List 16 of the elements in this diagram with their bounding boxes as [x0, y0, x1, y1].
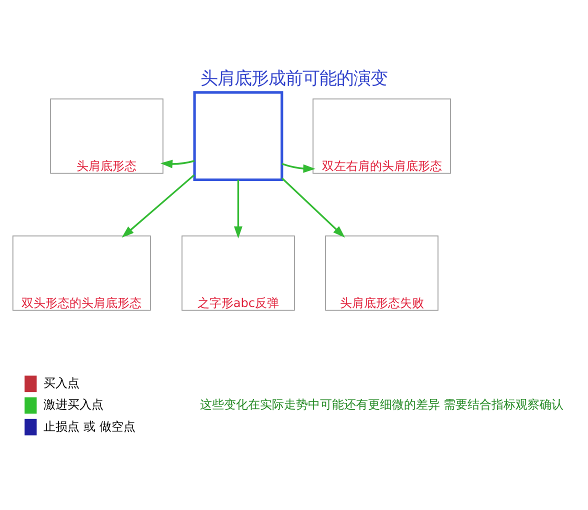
arrow [282, 163, 316, 173]
node-box: 双头形态的头肩底形态 [12, 236, 151, 311]
node-box: 双左右肩的头肩底形态 [312, 98, 451, 174]
label: 这些变化在实际走势中可能还有更细微的差异 需要结合指标观察确认 [200, 397, 564, 412]
node-box [193, 91, 284, 182]
node-box: 之字形abc反弹 [182, 236, 295, 311]
diagram-title: 头肩底形成前可能的演变 [200, 68, 388, 89]
arrow [122, 174, 195, 238]
arrow [160, 160, 195, 168]
node-box: 头肩底形态失败 [325, 236, 438, 311]
legend-label: 激进买入点 [44, 398, 104, 412]
arrow [281, 178, 345, 238]
legend-label: 买入点 [44, 376, 80, 390]
arrow [234, 180, 242, 239]
legend-label: 止损点 或 做空点 [44, 419, 136, 434]
node-box: 头肩底形态 [50, 98, 164, 174]
